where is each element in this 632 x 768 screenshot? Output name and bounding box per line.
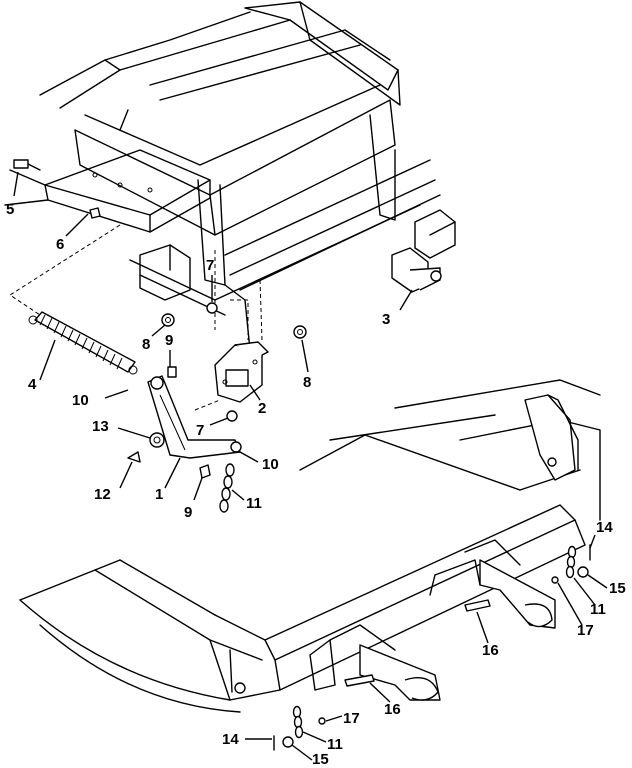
callout-1: 1 [155, 486, 163, 503]
part-4-spring [28, 311, 138, 375]
part-2-lift-bracket [214, 341, 269, 403]
callout-17-lower: 17 [343, 710, 360, 727]
callout-11-upper: 11 [246, 495, 262, 512]
callout-8-right: 8 [303, 374, 311, 391]
callout-13: 13 [92, 418, 109, 435]
callout-2: 2 [258, 400, 266, 417]
lower-deck [19, 379, 601, 713]
callout-5: 5 [6, 201, 14, 218]
callout-15-right: 15 [609, 580, 626, 597]
callout-10-left: 10 [72, 392, 89, 409]
callout-7-lower: 7 [196, 422, 204, 439]
part-15-washer-lower [282, 736, 294, 748]
upper-frame [4, 1, 456, 351]
callout-11-lower: 11 [327, 736, 343, 753]
callout-6: 6 [56, 236, 64, 253]
callout-labels: 5 6 7 8 9 3 8 4 10 2 7 13 10 12 1 9 11 1… [6, 201, 626, 768]
leader-lines [13, 171, 608, 761]
callout-10-right: 10 [262, 456, 279, 473]
part-11-chain-right [565, 545, 577, 579]
callout-7-upper: 7 [206, 257, 214, 274]
assembly-dash-lines [9, 224, 263, 411]
callout-8-left: 8 [142, 336, 150, 353]
callout-16-lower: 16 [384, 701, 401, 718]
callout-9-lower: 9 [184, 504, 192, 521]
callout-17-right: 17 [577, 622, 594, 639]
part-12-clip [127, 451, 141, 463]
part-17-clip-right [551, 576, 559, 584]
part-16-pin-lower [344, 674, 375, 687]
callout-14-right: 14 [596, 519, 613, 536]
part-15-washer-right [577, 566, 589, 578]
callout-11-right: 11 [590, 601, 606, 618]
part-11-chain-lower [292, 705, 304, 739]
callout-9-upper: 9 [165, 332, 173, 349]
callout-4: 4 [28, 376, 37, 393]
callout-16-upper: 16 [482, 642, 499, 659]
part-17-clip-lower [318, 717, 326, 725]
callout-15-lower: 15 [312, 751, 329, 768]
part-1-lift-arm [147, 375, 242, 459]
part-13-washer [149, 432, 165, 448]
callout-14-lower: 14 [222, 731, 239, 748]
hardware-bolts [13, 159, 307, 479]
callout-3: 3 [382, 311, 390, 328]
callout-12: 12 [94, 486, 111, 503]
part-16-pin-upper [464, 599, 491, 612]
part-3-hook-bracket [391, 247, 442, 293]
part-11-chain-upper [219, 463, 235, 513]
